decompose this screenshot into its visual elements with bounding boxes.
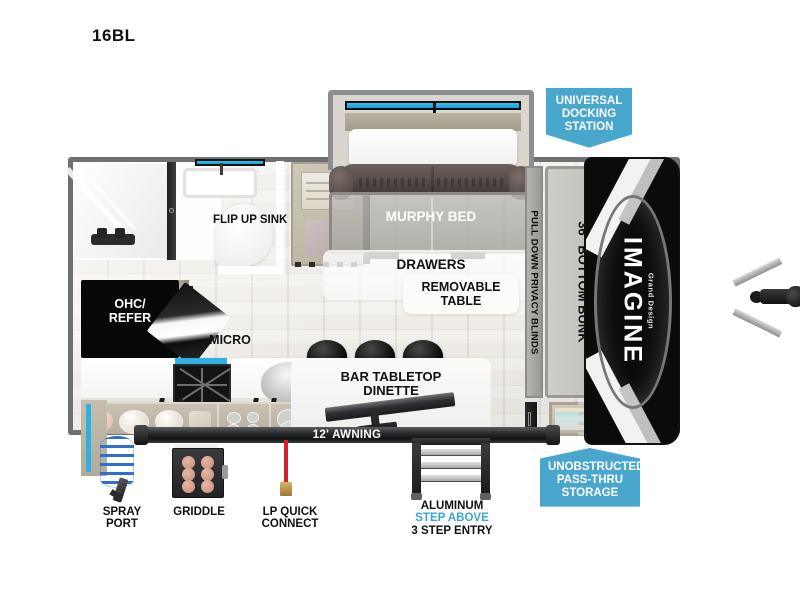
label-griddle: GRIDDLE bbox=[173, 506, 225, 518]
griddle-icon bbox=[172, 448, 228, 498]
badge-unobstructed-pass-thru-storage: UNOBSTRUCTED PASS-THRU STORAGE bbox=[540, 448, 640, 507]
shower-icon bbox=[64, 164, 171, 258]
stove-backsplash bbox=[175, 358, 227, 364]
sink-basin-icon bbox=[183, 163, 257, 198]
label-step-line3: 3 STEP ENTRY bbox=[411, 524, 493, 537]
label-micro: MICRO bbox=[209, 333, 251, 347]
pull-down-privacy-blinds bbox=[525, 166, 543, 398]
label-removable-line1: REMOVABLE bbox=[421, 280, 501, 294]
badge-storage-line1: UNOBSTRUCTED bbox=[548, 461, 645, 473]
label-bar-tabletop-dinette: BAR TABLETOP DINETTE bbox=[301, 369, 481, 399]
front-cap-graphics: IMAGINE Grand Design AIM bbox=[584, 157, 680, 445]
badge-dock-line3: STATION bbox=[564, 120, 614, 133]
brand-series-aim: AIM bbox=[679, 290, 680, 313]
toilet-icon bbox=[215, 204, 273, 266]
floorplan-trailer-body: FLIP UP SINK OHC/ REFER MICRO bbox=[64, 90, 680, 476]
bathroom-wall-vertical bbox=[276, 161, 284, 273]
label-spray-line1: SPRAY bbox=[102, 506, 142, 518]
slideout-window-icon bbox=[345, 101, 521, 114]
sofa-icon bbox=[329, 164, 533, 200]
label-drawers: DRAWERS bbox=[396, 257, 466, 272]
brand-logo-imagine: IMAGINE bbox=[618, 237, 647, 365]
spray-port-icon bbox=[96, 436, 148, 506]
label-spray-line2: PORT bbox=[106, 518, 138, 531]
griddle-lid bbox=[174, 444, 218, 449]
label-spray-port: SPRAY PORT bbox=[86, 506, 158, 531]
badge-dock-line1: UNIVERSAL bbox=[555, 95, 623, 107]
shower-door-icon bbox=[167, 162, 176, 260]
brand-logo-grand-design: Grand Design bbox=[646, 272, 656, 330]
label-privacy-blinds-wrap: PULL DOWN PRIVACY BLINDS bbox=[525, 166, 543, 398]
label-lp-quick-connect: LP QUICK CONNECT bbox=[248, 506, 332, 531]
murphy-bed-slideout bbox=[328, 90, 534, 170]
badge-storage-line3: STORAGE bbox=[561, 486, 619, 499]
removable-table-callout bbox=[403, 274, 519, 314]
label-removable-line2: TABLE bbox=[440, 293, 482, 308]
trailer-hitch-icon bbox=[732, 257, 800, 338]
label-awning: 12' AWNING bbox=[312, 429, 382, 441]
label-ohc-line1: OHC/ bbox=[114, 297, 146, 311]
label-dinette-line2: DINETTE bbox=[363, 383, 419, 399]
label-dinette-line1: BAR TABLETOP bbox=[340, 369, 442, 384]
badge-storage-line2: PASS-THRU bbox=[556, 473, 624, 486]
label-flip-up-sink: FLIP UP SINK bbox=[213, 214, 288, 226]
mattress-icon bbox=[349, 129, 517, 167]
label-removable-table: REMOVABLE TABLE bbox=[403, 280, 519, 308]
label-lp-line2: CONNECT bbox=[261, 518, 319, 531]
page-title: 16BL bbox=[92, 26, 136, 45]
label-ohc-line2: REFER bbox=[108, 310, 152, 325]
label-lp-line1: LP QUICK bbox=[262, 506, 318, 518]
badge-dock-line2: DOCKING bbox=[561, 107, 617, 120]
label-privacy-blinds: PULL DOWN PRIVACY BLINDS bbox=[528, 209, 540, 355]
bed-headboard bbox=[345, 113, 521, 131]
bathroom-window-icon bbox=[195, 159, 265, 166]
cooktop-icon bbox=[173, 364, 231, 404]
label-murphy-bed: MURPHY BED bbox=[385, 209, 477, 224]
label-ohc-refer: OHC/ REFER bbox=[81, 297, 179, 325]
aluminum-entry-steps-icon bbox=[411, 438, 491, 500]
badge-universal-docking-station: UNIVERSAL DOCKING STATION bbox=[546, 88, 632, 148]
label-aluminum-step-above: ALUMINUM STEP ABOVE 3 STEP ENTRY bbox=[404, 500, 500, 537]
label-step-line2: STEP ABOVE bbox=[415, 512, 489, 525]
lp-quick-connect-icon bbox=[280, 440, 292, 500]
label-step-line1: ALUMINUM bbox=[420, 500, 484, 512]
bathroom-wall-horizontal bbox=[218, 266, 284, 274]
